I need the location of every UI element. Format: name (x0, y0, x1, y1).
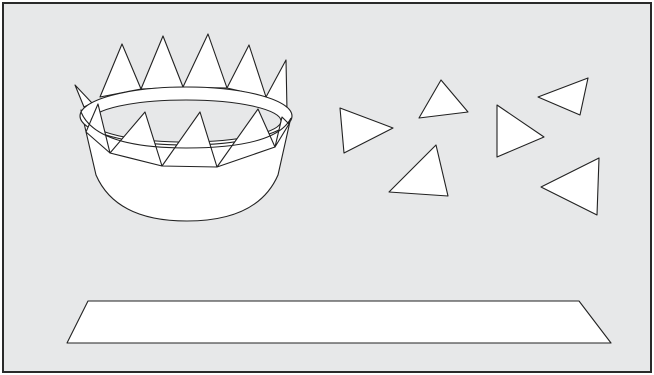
paper-strip (67, 301, 611, 343)
